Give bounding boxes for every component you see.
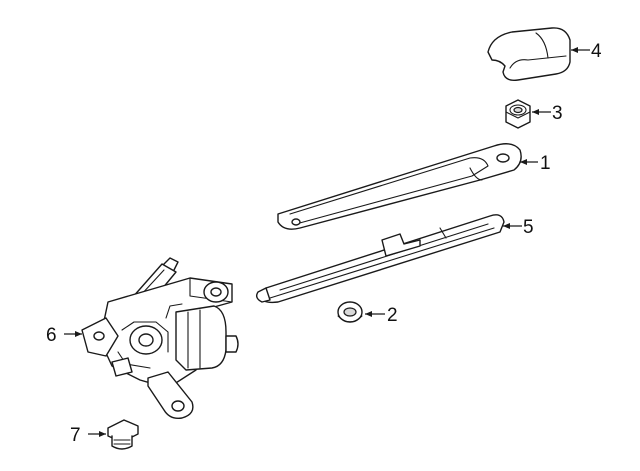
callout-label-5: 5 xyxy=(523,217,534,238)
wiper-motor-assembly xyxy=(81,257,239,420)
callout-label-1: 1 xyxy=(540,153,551,174)
wiper-blade xyxy=(255,214,505,304)
callout-label-2: 2 xyxy=(387,305,398,326)
callout-6: 6 xyxy=(46,325,82,346)
callout-3: 3 xyxy=(532,103,563,124)
callout-label-6: 6 xyxy=(46,325,57,346)
grommet xyxy=(337,301,363,323)
callout-4: 4 xyxy=(571,41,602,62)
callout-7: 7 xyxy=(70,425,106,446)
callout-label-3: 3 xyxy=(552,103,563,124)
mounting-bolt xyxy=(107,419,139,450)
arm-cover-cap xyxy=(487,27,571,82)
callout-5: 5 xyxy=(503,217,534,238)
callout-2: 2 xyxy=(365,305,398,326)
callout-label-4: 4 xyxy=(591,41,602,62)
arm-nut xyxy=(505,99,531,129)
callout-1: 1 xyxy=(520,153,551,174)
wiper-arm xyxy=(277,143,522,230)
callout-label-7: 7 xyxy=(70,425,81,446)
